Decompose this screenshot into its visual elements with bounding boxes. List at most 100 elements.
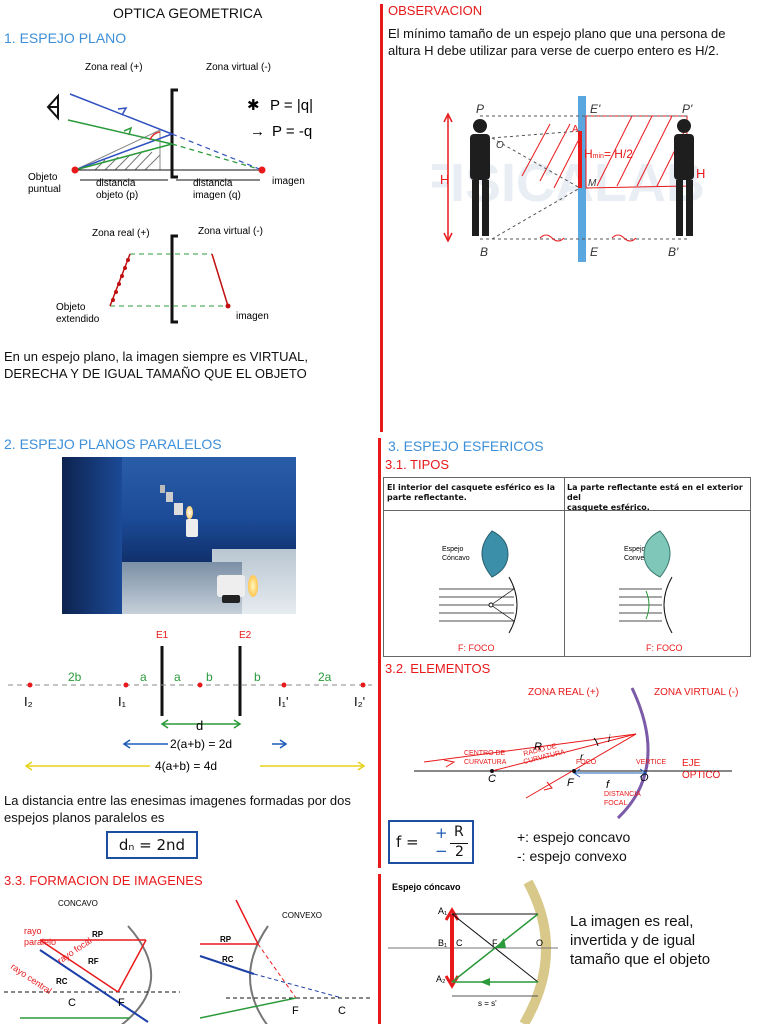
- svg-text:E: E: [590, 245, 599, 259]
- svg-text:P: P: [476, 102, 484, 116]
- observacion-text: El mínimo tamaño de un espejo plano que …: [388, 26, 726, 58]
- svg-text:I₁': I₁': [278, 694, 288, 709]
- svg-text:A₂: A₂: [436, 974, 446, 984]
- svg-text:F: F: [567, 777, 575, 789]
- minimum-mirror-height-diagram: FISICALAB H H Hmin= H/2 P P' E' E B B' M…: [432, 96, 705, 262]
- svg-text:CONVEXO: CONVEXO: [282, 911, 322, 920]
- svg-text:F: FOCO: F: FOCO: [646, 643, 683, 653]
- svg-text:E2: E2: [239, 630, 252, 641]
- svg-text:b: b: [254, 670, 261, 684]
- zona-real-label: Zona real (+): [85, 62, 143, 73]
- svg-text:s = s': s = s': [478, 999, 497, 1008]
- svg-text:I₁: I₁: [118, 694, 127, 709]
- svg-text:b: b: [206, 670, 213, 684]
- svg-text:FOCAL: FOCAL: [604, 800, 627, 807]
- svg-text:I₂: I₂: [24, 694, 33, 709]
- svg-text:Espejo cóncavo: Espejo cóncavo: [392, 882, 461, 892]
- svg-text:objeto (p): objeto (p): [96, 190, 138, 201]
- svg-text:Zona virtual (-): Zona virtual (-): [198, 226, 263, 237]
- tipos-heading: 3.1. TIPOS: [385, 457, 450, 472]
- formula-p-abs-q: P = |q|: [270, 97, 313, 114]
- svg-text:Espejo: Espejo: [442, 546, 464, 553]
- svg-text:F: F: [118, 997, 125, 1009]
- svg-text:H: H: [696, 166, 705, 181]
- svg-text:imagen (q): imagen (q): [193, 190, 241, 201]
- section-espejos-esfericos-heading: 3. ESPEJO ESFERICOS: [388, 438, 544, 454]
- svg-text:RC: RC: [222, 955, 234, 964]
- svg-text:distancia: distancia: [193, 178, 233, 189]
- vertical-divider-mid: [378, 438, 381, 868]
- svg-text:P': P': [682, 102, 693, 116]
- svg-text:RP: RP: [92, 930, 104, 939]
- observacion-heading: OBSERVACION: [388, 3, 483, 18]
- svg-text:distancia: distancia: [96, 178, 136, 189]
- plane-mirror: [170, 88, 178, 179]
- svg-text:B: B: [480, 245, 488, 259]
- svg-text:C: C: [456, 938, 463, 948]
- svg-text:RP: RP: [220, 935, 232, 944]
- svg-text:Hmin= H/2: Hmin= H/2: [584, 147, 633, 161]
- svg-text:ZONA VIRTUAL (-): ZONA VIRTUAL (-): [654, 687, 738, 698]
- svg-text:OPTICO: OPTICO: [682, 770, 721, 781]
- parallel-mirrors-text: La distancia entre las enesimas imagenes…: [4, 793, 351, 825]
- image-formation-result: La imagen es real, invertida y de igual …: [570, 913, 711, 968]
- svg-text:A₁: A₁: [438, 906, 447, 916]
- concave-mirror-3d-icon: [481, 530, 509, 578]
- svg-text:puntual: puntual: [28, 184, 61, 195]
- svg-text:ZONA REAL (+): ZONA REAL (+): [528, 687, 599, 698]
- spherical-mirror-elements-diagram: ZONA REAL (+) ZONA VIRTUAL (-) EJE OPTIC…: [414, 687, 738, 820]
- svg-text:C: C: [338, 1005, 346, 1017]
- svg-text:I₂': I₂': [354, 694, 365, 709]
- svg-text:C: C: [488, 773, 496, 785]
- svg-text:Cóncavo: Cóncavo: [442, 555, 470, 562]
- svg-text:B': B': [668, 245, 679, 259]
- svg-text:R: R: [534, 741, 542, 753]
- formacion-imagenes-heading: 3.3. FORMACION DE IMAGENES: [4, 873, 203, 888]
- svg-text:→: →: [250, 123, 265, 140]
- svg-text:r: r: [580, 752, 584, 763]
- candles-photo: [62, 457, 296, 614]
- svg-text:imagen: imagen: [236, 311, 269, 322]
- svg-text:E': E': [590, 102, 601, 116]
- svg-text:2b: 2b: [68, 670, 82, 684]
- svg-text:RC: RC: [56, 977, 68, 986]
- svg-text:E1: E1: [156, 630, 169, 641]
- svg-text:imagen: imagen: [272, 176, 305, 187]
- svg-text:Objeto: Objeto: [56, 302, 86, 313]
- svg-text:O: O: [640, 772, 649, 784]
- plane-mirror-extended-diagram: Zona real (+) Zona virtual (-) Objeto ex…: [56, 226, 269, 325]
- svg-text:d: d: [196, 718, 203, 733]
- elementos-heading: 3.2. ELEMENTOS: [385, 661, 491, 676]
- svg-text:paralelo: paralelo: [24, 937, 56, 947]
- svg-text:F: F: [292, 1005, 299, 1017]
- plane-mirror-conclusion: En un espejo plano, la imagen siempre es…: [4, 349, 308, 381]
- svg-text:B₁: B₁: [438, 938, 447, 948]
- svg-text:O: O: [496, 140, 504, 151]
- svg-text:a: a: [140, 670, 147, 684]
- svg-text:CONCAVO: CONCAVO: [58, 899, 98, 908]
- svg-text:EJE: EJE: [682, 758, 701, 769]
- svg-text:F: F: [492, 938, 498, 948]
- svg-text:Objeto: Objeto: [28, 172, 58, 183]
- svg-text:FOCO: FOCO: [576, 759, 597, 766]
- svg-text:f: f: [606, 779, 610, 791]
- svg-text:CURVATURA: CURVATURA: [464, 759, 507, 766]
- page-title: OPTICA GEOMETRICA: [113, 5, 263, 21]
- svg-text:DISTANCIA: DISTANCIA: [604, 791, 641, 798]
- svg-text:RF: RF: [88, 957, 99, 966]
- svg-text:2a: 2a: [318, 670, 332, 684]
- concave-image-example-diagram: Espejo cóncavo A₁ B₁ A₂ C F O s = s': [388, 879, 558, 1024]
- svg-text:VERTICE: VERTICE: [636, 759, 667, 766]
- svg-text:2(a+b) = 2d: 2(a+b) = 2d: [170, 737, 232, 751]
- svg-text:rayo central: rayo central: [9, 961, 54, 996]
- focal-formula-box: f = + − R 2: [388, 820, 474, 864]
- image-formation-diagrams: CONCAVO rayo paralelo rayo focal rayo ce…: [4, 899, 372, 1024]
- convex-mirror-3d-icon: [643, 530, 671, 578]
- eye-icon: [46, 93, 59, 121]
- parallel-mirrors-formula-box: dₙ = 2nd: [106, 831, 198, 859]
- svg-text:Convexo: Convexo: [624, 555, 652, 562]
- svg-text:M: M: [588, 178, 597, 189]
- svg-text:a: a: [174, 670, 181, 684]
- zona-virtual-label: Zona virtual (-): [206, 62, 271, 73]
